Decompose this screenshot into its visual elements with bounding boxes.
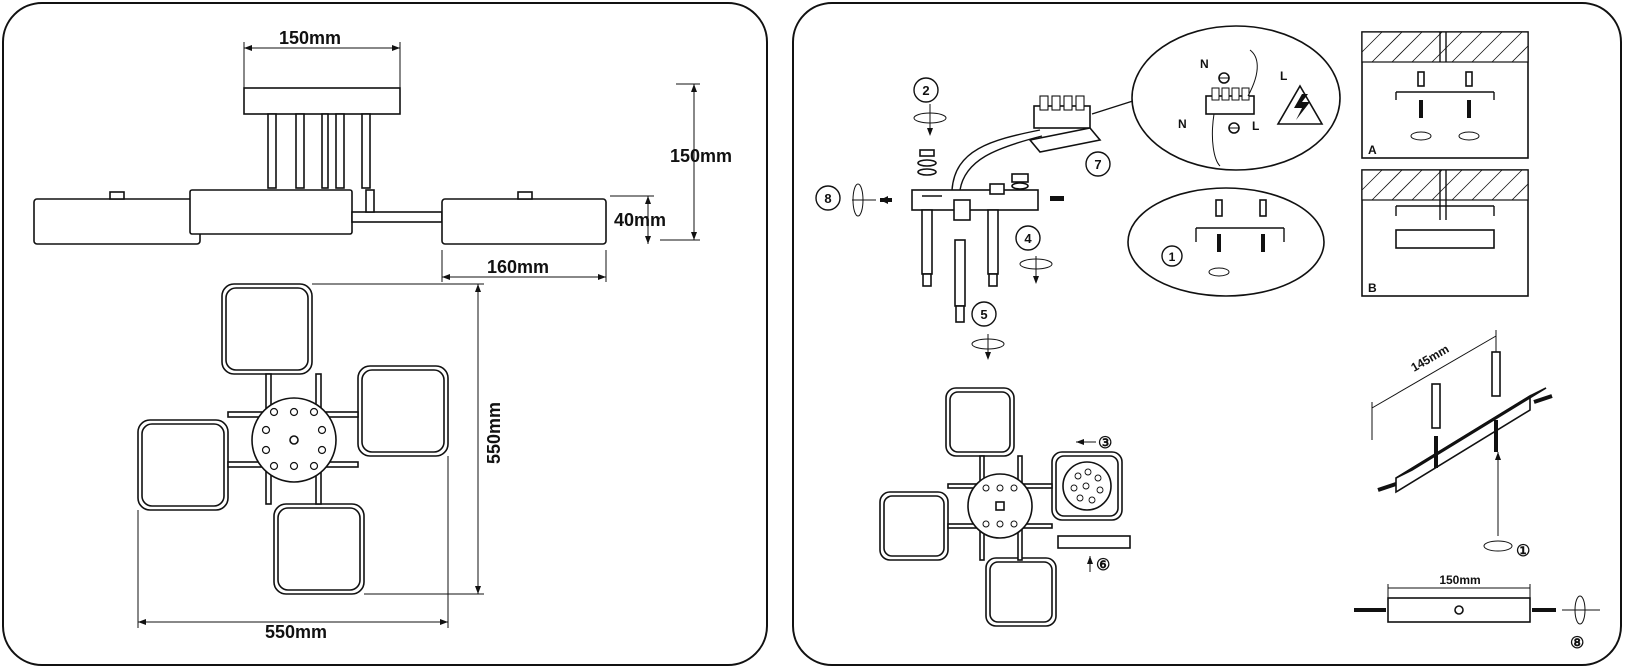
dim-plan-width: 550mm	[265, 622, 327, 642]
dim-arm-length: 160mm	[487, 257, 549, 277]
step-8-circled: ⑧	[1570, 635, 1584, 652]
label-b: B	[1368, 281, 1377, 295]
label-l-top: L	[1280, 69, 1287, 83]
step-3-circled: ③	[1098, 435, 1112, 452]
dim-bar: 150mm	[1439, 573, 1480, 587]
plan-view: 550mm 550mm	[137, 283, 504, 642]
dim-top-width: 150mm	[279, 28, 341, 48]
step-2: 2	[922, 83, 929, 98]
label-a: A	[1368, 143, 1377, 157]
step-8: 8	[824, 191, 831, 206]
label-n-bottom: N	[1178, 117, 1187, 131]
dim-bracket: 145mm	[1409, 342, 1452, 375]
side-elevation: 150mm 150mm 40mm 16	[33, 28, 732, 282]
step-4: 4	[1024, 231, 1032, 246]
label-n-top: N	[1200, 57, 1209, 71]
dim-plan-height: 550mm	[484, 402, 504, 464]
dim-arm-height: 40mm	[614, 210, 666, 230]
mounting-assembly: 2 8 4	[815, 25, 1600, 652]
dim-height: 150mm	[670, 146, 732, 166]
step-6-circled: ⑥	[1096, 557, 1110, 574]
label-l-bottom: L	[1252, 119, 1259, 133]
high-voltage-icon	[1294, 94, 1310, 120]
step-5: 5	[980, 307, 987, 322]
step-1-circled: ①	[1516, 543, 1530, 560]
step-7: 7	[1094, 157, 1101, 172]
step-1: 1	[1169, 250, 1176, 264]
